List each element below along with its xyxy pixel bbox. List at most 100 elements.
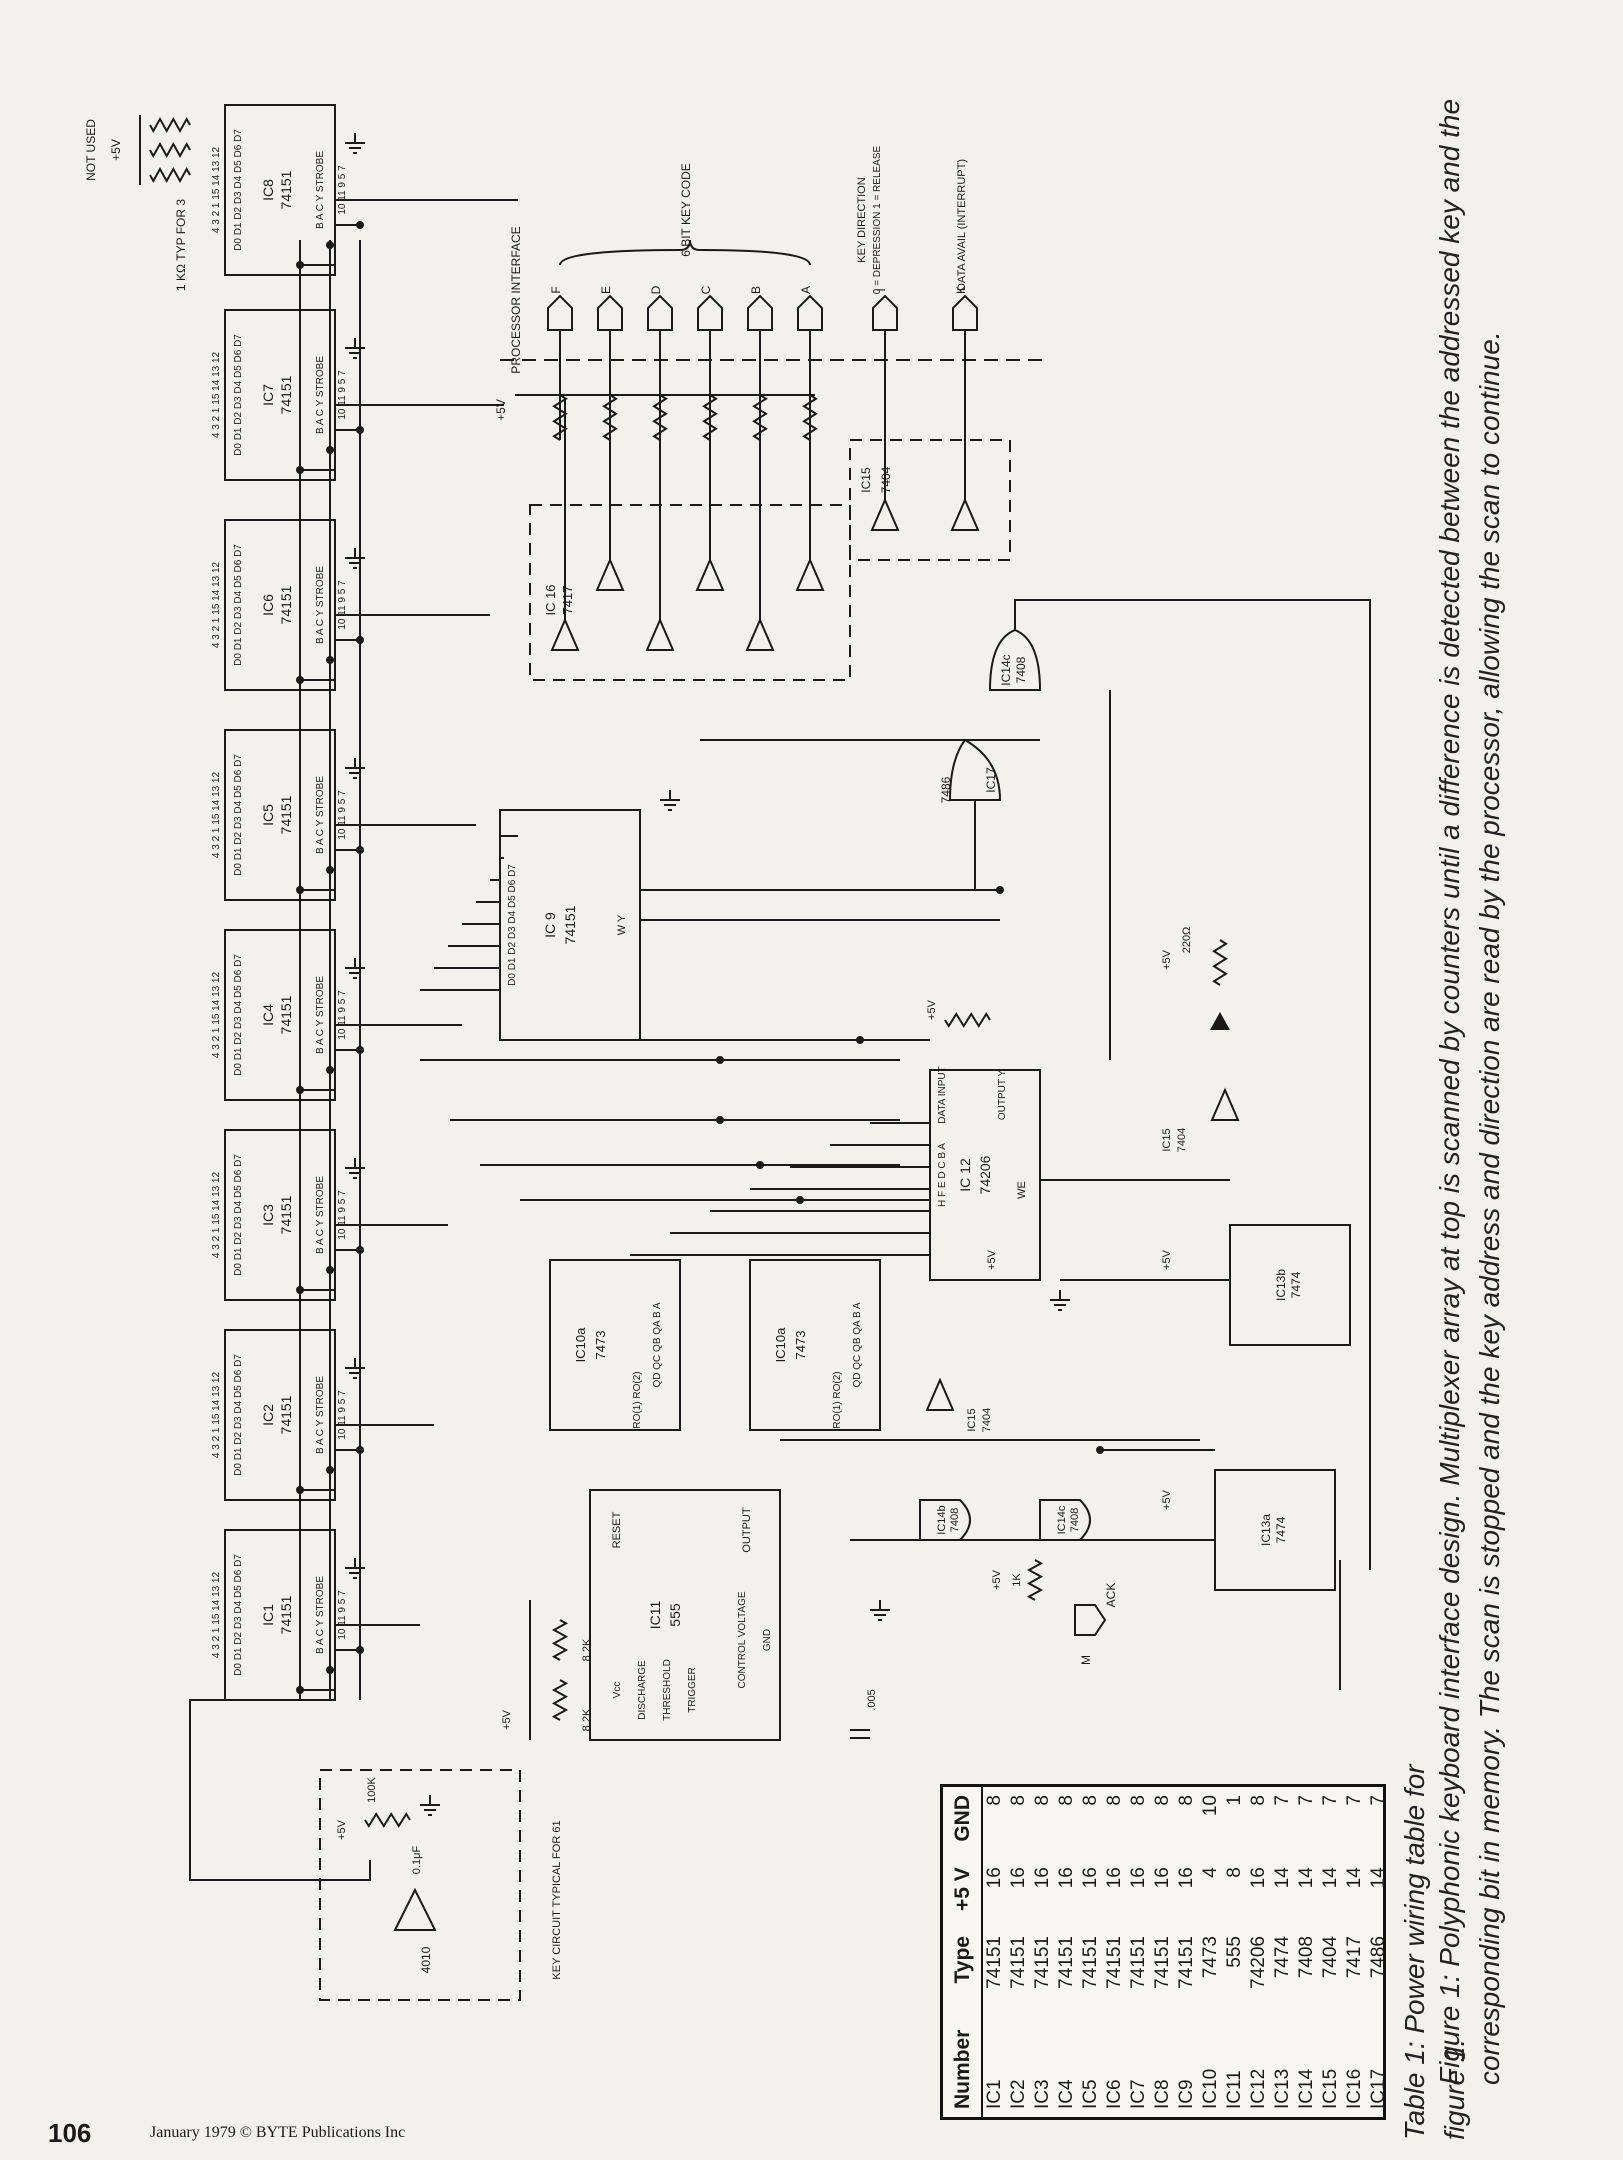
mux-pin-numbers: 4 3 2 1 15 14 13 12 [211, 351, 222, 438]
connector-pin [747, 294, 773, 331]
connector-letter: E [599, 286, 613, 294]
ic10a-counter-1 [549, 1259, 681, 1431]
junction-dot [296, 261, 304, 269]
cell-5v: 14 [1368, 1867, 1389, 1889]
cell-number: IC16 [1344, 2068, 1365, 2109]
ic11-output-pin: OUTPUT [741, 1507, 753, 1553]
pullup-resistor-3 [149, 166, 191, 184]
mux-chip-name: IC4 [260, 1004, 276, 1026]
ground-symbol [345, 1158, 365, 1179]
mux-ctrl-numbers: 10 11 9 5 7 [337, 790, 348, 840]
r-8k2-label-1: 8.2K [581, 1638, 593, 1661]
buffer-ic16-c [645, 617, 675, 651]
cell-type: 74151 [1152, 1936, 1173, 1989]
mux-ctrl-pin-labels: B A C Y STROBE [315, 1376, 326, 1454]
mux-data-pin-labels: D0 D1 D2 D3 D4 D5 D6 D7 [233, 954, 244, 1076]
cell-type: 74151 [1032, 1936, 1053, 1989]
ic10b-pins: QD QC QB QA B A [852, 1302, 863, 1387]
cell-5v: 16 [1008, 1867, 1029, 1889]
mux-chip-name: IC7 [260, 384, 276, 406]
ic11-pin-discharge: DISCHARGE [637, 1660, 648, 1720]
col-header-type: Type [943, 1928, 982, 2008]
ground-symbol [345, 133, 365, 154]
ack-label: ACK [1104, 1583, 1118, 1608]
buffer-ic16-f [795, 557, 825, 591]
and-gate-ic14b [919, 1499, 971, 1541]
ic12-output: OUTPUT Y [997, 1070, 1008, 1121]
cell-number: IC17 [1368, 2068, 1389, 2109]
junction-dot [1096, 1446, 1104, 1454]
connector-pin [797, 294, 823, 331]
ack-connector-letter: M [1079, 1655, 1093, 1665]
mux-chip-type: 74151 [278, 585, 294, 624]
ic12-memory-chip [929, 1069, 1041, 1281]
cell-gnd: 7 [1296, 1795, 1317, 1806]
cell-gnd: 8 [1128, 1795, 1149, 1806]
cell-gnd: 8 [1080, 1795, 1101, 1806]
cell-5v: 14 [1344, 1867, 1365, 1889]
mux-data-pin-labels: D0 D1 D2 D3 D4 D5 D6 D7 [233, 334, 244, 456]
connector-pin [597, 294, 623, 331]
cell-number: IC5 [1080, 2079, 1101, 2109]
cell-number: IC11 [1224, 2070, 1245, 2109]
pullup-1k-3 [702, 394, 718, 441]
mux-chip-ic8 [224, 104, 336, 276]
cell-gnd: 7 [1368, 1795, 1389, 1806]
mux-chip-type: 74151 [278, 170, 294, 209]
cell-type: 74151 [1128, 1936, 1149, 1989]
ic12-plus5v: +5V [986, 1249, 998, 1270]
mux-chip-type: 74151 [278, 1395, 294, 1434]
junction-dot [356, 1446, 364, 1454]
parts-layer: IC1 74151 D0 D1 D2 D3 D4 D5 D6 D7 B A C Y S… [84, 104, 1351, 2001]
ic13a-plus5v: +5V [1161, 1489, 1173, 1510]
mux-pin-numbers: 4 3 2 1 15 14 13 12 [211, 1571, 222, 1658]
ic15c-name: IC15 [1161, 1128, 1173, 1151]
cell-number: IC7 [1128, 2079, 1149, 2109]
junction-dot [326, 446, 334, 454]
cell-number: IC8 [1152, 2079, 1173, 2109]
cell-5v: 4 [1200, 1867, 1221, 1878]
resistor-note-label: 1 KΩ TYP FOR 3 [174, 199, 188, 291]
mux-ctrl-pin-labels: B A C Y STROBE [315, 566, 326, 644]
junction-dot [326, 656, 334, 664]
junction-dot [756, 1161, 764, 1169]
ic11-pin-trigger: TRIGGER [687, 1667, 698, 1713]
mux-chip-ic5 [224, 729, 336, 901]
ic17-type: 7486 [939, 776, 953, 803]
col-header-number: Number [943, 2007, 982, 2117]
mux-chip-name: IC1 [260, 1604, 276, 1626]
mux-ctrl-numbers: 10 11 9 5 7 [337, 1590, 348, 1640]
cell-type: 7404 [1320, 1936, 1341, 1979]
mux-ctrl-pin-labels: B A C Y STROBE [315, 151, 326, 229]
ic10b-resets: RO(1) RO(2) [832, 1371, 843, 1428]
ic16-type: 7417 [560, 586, 575, 615]
junction-dot [296, 1086, 304, 1094]
cell-number: IC13 [1272, 2068, 1293, 2109]
cell-5v: 16 [1032, 1867, 1053, 1889]
inverter-ic15d [950, 497, 980, 531]
ic11-pin-vcc: Vcc [612, 1682, 623, 1699]
ic16-name: IC 16 [543, 584, 558, 615]
col-header-gnd: GND [943, 1787, 982, 1860]
ic9-data-pins: D0 D1 D2 D3 D4 D5 D6 D7 [507, 864, 518, 986]
data-avail-label: DATA AVAIL (INTERRUPT) [956, 159, 968, 291]
mux-pin-numbers: 4 3 2 1 15 14 13 12 [211, 771, 222, 858]
buffer-ic16-b [595, 557, 625, 591]
mux-chip-type: 74151 [278, 375, 294, 414]
mux-chip-ic2 [224, 1329, 336, 1501]
timer-plus5v: +5V [501, 1709, 513, 1730]
cell-5v: 16 [1080, 1867, 1101, 1889]
key-code-label: 6 BIT KEY CODE [679, 163, 693, 257]
junction-dot [356, 1246, 364, 1254]
ic15b-name: IC15 [966, 1408, 978, 1431]
mux-chip-ic1 [224, 1529, 336, 1701]
pullup-1k-1 [602, 394, 618, 441]
key-code-brace [559, 239, 811, 266]
led-resistor-220 [1212, 939, 1228, 986]
mux-data-pin-labels: D0 D1 D2 D3 D4 D5 D6 D7 [233, 1154, 244, 1276]
junction-dot [326, 1466, 334, 1474]
cell-type: 7473 [1200, 1936, 1221, 1979]
